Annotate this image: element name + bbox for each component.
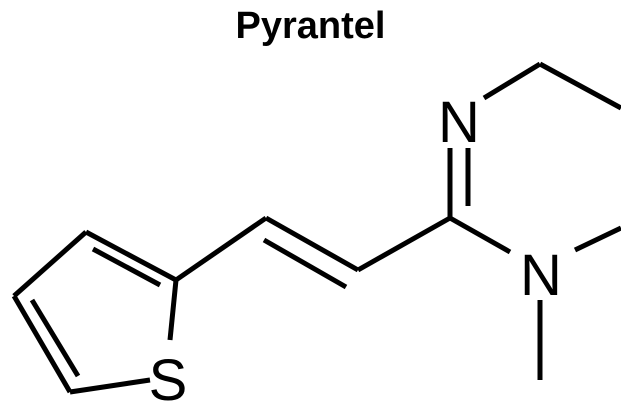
- bond-c2-n3: [448, 215, 512, 255]
- bond-c2-c3-inner: [91, 246, 162, 288]
- compound-name: Pyrantel: [235, 5, 386, 47]
- bond-vinyl-amidine: [356, 215, 452, 273]
- atom-nitrogen-imine: N: [438, 90, 480, 155]
- thiophene-ring: [11, 229, 179, 395]
- bond-vinyl-double-inner: [262, 237, 348, 290]
- bond-vinyl-double-outer: [264, 215, 360, 273]
- atom-nitrogen-amine: N: [520, 243, 562, 308]
- bond-n1-c6: [482, 61, 542, 101]
- bond-thiophene-vinyl: [174, 215, 268, 283]
- bond-c5-s: [69, 377, 151, 395]
- bond-c4-c5-inner: [29, 298, 81, 378]
- bond-s-c2: [167, 279, 179, 341]
- tetrahydropyrimidine-ring: [447, 61, 621, 380]
- bond-c6-c5: [538, 61, 621, 111]
- bond-c3-c4: [12, 230, 88, 298]
- vinyl-linker: [174, 215, 452, 290]
- bond-n3-c4: [573, 225, 621, 253]
- atom-sulfur: S: [149, 348, 188, 405]
- bond-c2-c3: [84, 229, 178, 283]
- bond-c4-c5: [11, 294, 73, 394]
